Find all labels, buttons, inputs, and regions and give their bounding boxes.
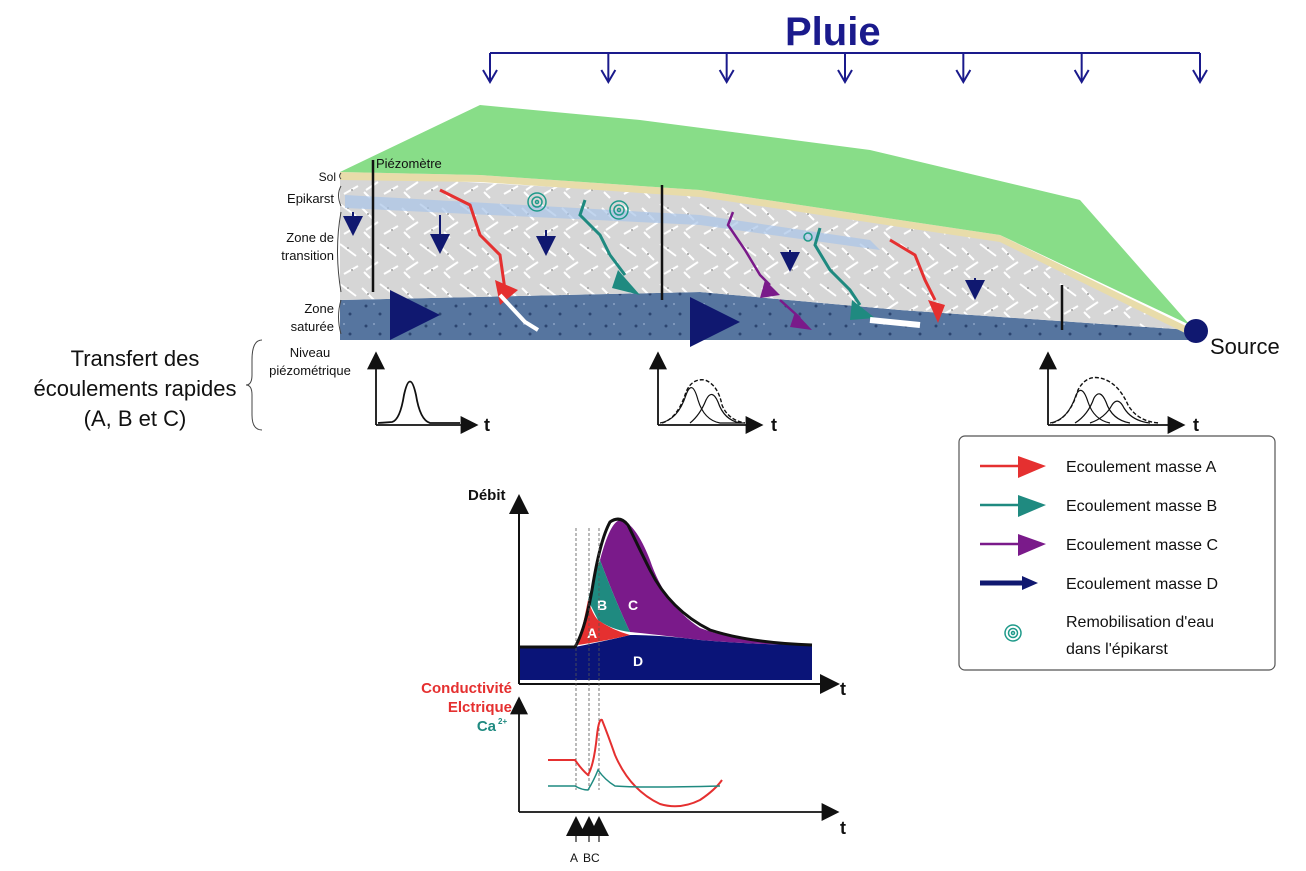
- time-markers: [566, 816, 609, 842]
- arrow-icon: [1018, 534, 1046, 556]
- hydrograph: Débit t A B C D: [468, 487, 846, 790]
- rain-arrow-5: [955, 53, 972, 84]
- mass-d-label: D: [633, 653, 643, 669]
- hydro-y-label: Débit: [468, 487, 506, 504]
- saturated-zone: [340, 292, 1190, 340]
- transfer-line-3: (A, B et C): [84, 406, 187, 431]
- layer-transition-label-1: Zone de: [286, 230, 334, 245]
- source-label: Source: [1210, 334, 1280, 359]
- piezo-graph-3-t: t: [1193, 415, 1199, 435]
- legend-item-3: Ecoulement masse C: [980, 534, 1218, 556]
- cond-label-2: Elctrique: [448, 699, 512, 716]
- piezo-graph-2-t: t: [771, 415, 777, 435]
- transfer-line-1: Transfert des: [71, 346, 200, 371]
- legend-remob-icon: [1004, 624, 1022, 642]
- piezo-graph-1: t: [367, 351, 490, 435]
- rain-arrow-7: [1192, 53, 1208, 84]
- legend-remob-line-2: dans l'épikarst: [1066, 641, 1168, 658]
- legend-box: [958, 435, 1276, 671]
- marker-a-label: A: [570, 851, 578, 865]
- arrow-icon: [1018, 495, 1046, 517]
- flow-a-arrows: [439, 188, 945, 332]
- legend-item-2: Ecoulement masse B: [980, 495, 1217, 517]
- mass-a-area: [578, 600, 630, 645]
- ca-sup: 2+: [498, 717, 507, 726]
- hydrograph-outline: [520, 517, 813, 649]
- legend-items: Ecoulement masse A Ecoulement masse B Ecou…: [980, 456, 1218, 593]
- flow-c-arrows: [726, 211, 812, 330]
- mass-c-label: C: [628, 597, 638, 613]
- arrow-icon: [1022, 576, 1038, 590]
- chemistry-chart: Conductivité Elctrique Ca 2+ t A BC: [421, 680, 846, 865]
- cross-section: Piézomètre: [281, 105, 1280, 359]
- chem-t-label: t: [840, 818, 846, 838]
- legend-item-4: Ecoulement masse D: [980, 576, 1218, 593]
- rain-arrow-1: [482, 53, 498, 84]
- rain-title: Pluie: [785, 10, 881, 54]
- legend-remob-line-1: Remobilisation d'eau: [1066, 614, 1214, 631]
- transfer-line-2: écoulements rapides: [33, 376, 236, 401]
- piezometer-label: Piézomètre: [376, 156, 442, 171]
- mass-c-area: [600, 520, 812, 645]
- ca-label: Ca: [477, 718, 497, 735]
- rain-section: Pluie: [482, 10, 1208, 84]
- transfer-brace: [245, 339, 263, 431]
- legend-item-label: Ecoulement masse B: [1066, 498, 1217, 515]
- time-guides: [575, 528, 600, 790]
- cond-label-1: Conductivité: [421, 680, 512, 697]
- flow-d-arrows: [390, 290, 740, 347]
- legend-item-label: Ecoulement masse A: [1066, 459, 1217, 476]
- infiltration-arrows: [343, 212, 985, 300]
- layer-braces: [337, 172, 342, 335]
- layer-epikarst-label: Epikarst: [287, 191, 334, 206]
- surface: [340, 105, 1190, 325]
- layer-transition-label-2: transition: [281, 248, 334, 263]
- transfer-section: Transfert des écoulements rapides (A, B …: [33, 339, 1199, 435]
- marker-bc-label: BC: [583, 851, 600, 865]
- legend-item-1: Ecoulement masse A: [980, 456, 1217, 478]
- rain-arrow-2: [600, 53, 617, 84]
- epikarst-band: [345, 195, 880, 250]
- mass-d-area: [520, 635, 812, 680]
- rain-arrow-3: [718, 53, 735, 84]
- layer-sol-label: Sol: [319, 170, 336, 184]
- layer-saturee-label-1: Zone: [304, 301, 334, 316]
- arrow-icon: [1018, 456, 1046, 478]
- legend-item-label: Ecoulement masse D: [1066, 576, 1218, 593]
- source-point: [1184, 319, 1208, 343]
- piezo-graph-2: t: [649, 351, 777, 435]
- conductivity-curve: [548, 718, 723, 808]
- rain-arrow-4: [837, 53, 853, 84]
- hydro-t-label: t: [840, 679, 846, 699]
- piezo-graph-3: t: [1039, 351, 1199, 435]
- rain-arrows: [482, 53, 1208, 84]
- piezo-graph-1-t: t: [484, 415, 490, 435]
- soil-layer: [340, 172, 1190, 333]
- mass-a-label: A: [587, 625, 597, 641]
- remobilisation-spirals: [527, 192, 813, 242]
- legend-item-label: Ecoulement masse C: [1066, 537, 1218, 554]
- niveau-label-2: piézométrique: [269, 363, 351, 378]
- flow-b-arrows: [578, 199, 921, 328]
- legend: Ecoulement masse A Ecoulement masse B Ecou…: [958, 435, 1276, 671]
- rain-arrow-6: [1073, 53, 1090, 84]
- layer-saturee-label-2: saturée: [291, 319, 334, 334]
- calcium-curve: [548, 768, 721, 791]
- mass-b-area: [588, 560, 630, 632]
- niveau-label-1: Niveau: [290, 345, 330, 360]
- mass-b-label: B: [597, 597, 607, 613]
